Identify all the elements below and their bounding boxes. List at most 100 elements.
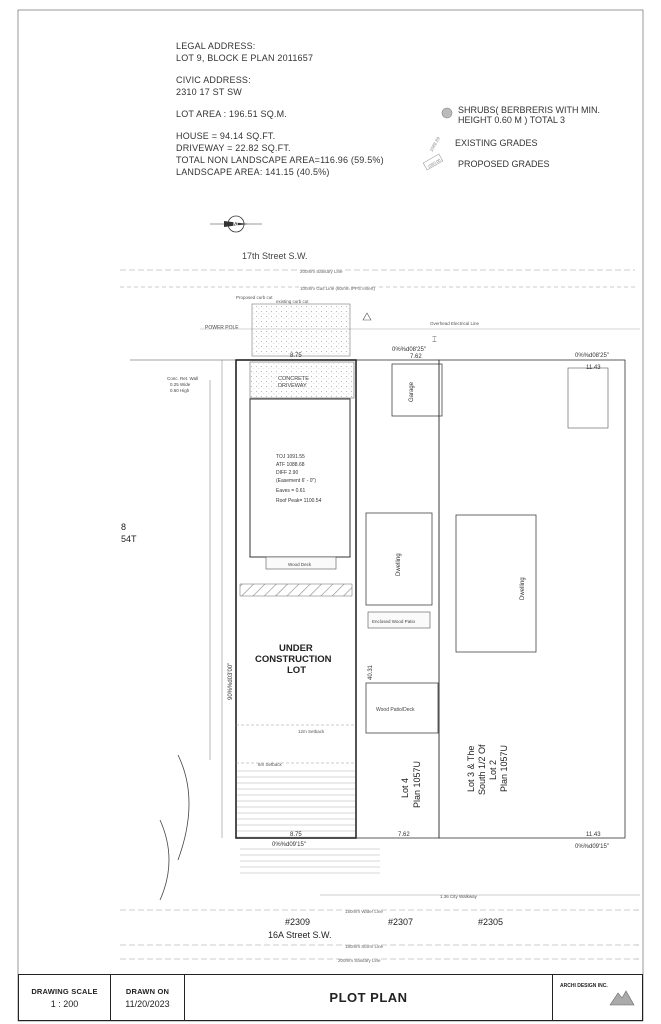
proposed-grade-box	[422, 153, 444, 171]
power-pole-label: POWER POLE	[205, 325, 239, 331]
right-rear-bearing: 0%%d09'15"	[575, 844, 609, 850]
title-block-drawn: DRAWN ON 11/20/2023	[110, 974, 185, 1021]
lot4-line-1: Lot 4	[400, 778, 410, 798]
shrubs-line-1: SHRUBS( BERBRERIS WITH MIN.	[458, 105, 601, 115]
north-arrow-label: N	[233, 222, 238, 229]
address-2305: #2305	[478, 917, 503, 927]
wood-deck-label: Wood Deck	[288, 562, 312, 567]
civic-address-value: 2310 17 ST SW	[176, 87, 242, 97]
conc-wall-width: 0.25 Wide	[170, 382, 191, 387]
lot3-line-4: Plan 1057U	[499, 745, 509, 792]
sanitary-line-bottom-label: 200mm Sanitary Line	[338, 958, 381, 963]
property-info: LEGAL ADDRESS: LOT 9, BLOCK E PLAN 20116…	[176, 40, 384, 178]
rear-bearing: 0%%d09'15"	[272, 842, 306, 848]
scale-value: 1 : 200	[50, 998, 79, 1009]
wood-deck	[265, 556, 337, 570]
drawn-label: DRAWN ON	[125, 986, 170, 996]
north-arrow: N	[210, 215, 262, 233]
house-eaves: Eaves = 0.61	[276, 488, 306, 494]
neighbor-dwelling-label: Dwelling	[396, 553, 402, 576]
non-landscape-area: TOTAL NON LANDSCAPE AREA=116.96 (59.5%)	[176, 155, 384, 165]
storm-line-label: 180mm Storm Line	[345, 944, 384, 949]
civic-address-label: CIVIC ADDRESS:	[176, 75, 251, 85]
title-block-company: ARCHI DESIGN INC.	[552, 974, 643, 1021]
concrete-driveway	[249, 361, 355, 399]
rear-step-strip	[239, 583, 353, 597]
proposed-grade-sample: 1089.00	[426, 157, 442, 169]
legal-address-label: LEGAL ADDRESS:	[176, 41, 256, 51]
walkway-label: 1.36 City Walkway	[440, 894, 478, 899]
water-line-label: 150mm Water Line	[345, 909, 383, 914]
street-16a: 16A Street S.W.	[268, 930, 332, 940]
right-dwelling-label: Dwelling	[520, 577, 526, 600]
house-diff: DIFF 2.90	[276, 470, 298, 476]
under-construction-3: LOT	[287, 665, 306, 676]
rear-grading-area	[237, 770, 355, 837]
survey-marker-triangle	[362, 312, 372, 321]
lot8-line-1: 8	[121, 522, 126, 532]
legend-shrubs: SHRUBS( BERBRERIS WITH MIN. HEIGHT 0.60 …	[458, 105, 600, 125]
left-curved-wall	[159, 754, 190, 901]
right-side-building	[567, 367, 609, 429]
dim-762-top: 7.62	[410, 354, 422, 360]
lot4-line-2: Plan 1057U	[412, 761, 422, 808]
company-name: ARCHI DESIGN INC.	[560, 983, 608, 989]
legal-address-value: LOT 9, BLOCK E PLAN 2011657	[176, 53, 314, 63]
rear-setback-label: 12m Setback	[298, 729, 325, 734]
legend-proposed-grades: PROPOSED GRADES	[458, 159, 550, 169]
shrubs-line-2: HEIGHT 0.60 M ) TOTAL 3	[458, 115, 566, 125]
driveway-approach	[251, 303, 351, 357]
survey-marker: ⌶	[432, 335, 437, 344]
conc-wall-height: 0.60 High	[170, 388, 190, 393]
lot3-line-3: Lot 2	[488, 760, 498, 780]
legend-existing-grades: EXISTING GRADES	[455, 138, 538, 148]
wood-patio-deck	[365, 682, 439, 734]
drawn-value: 11/20/2023	[125, 998, 170, 1009]
garage-label: Garage	[409, 381, 415, 402]
six-setback-label: 6m Setback	[258, 762, 283, 767]
right-dwelling	[455, 514, 537, 653]
right-front-bearing: 0%%d08'25"	[575, 353, 609, 359]
enclosed-patio-label: Enclosed Wood Patio	[372, 619, 415, 624]
address-2309: #2309	[285, 917, 310, 927]
right-front-dim: 11.43	[586, 365, 601, 371]
neighbor-dwelling	[365, 512, 433, 606]
proposed-curb-label: Proposed curb cut	[236, 295, 273, 300]
right-rear-dim: 11.43	[586, 832, 601, 838]
overhead-line-label: Overhead Electrical Line	[430, 321, 480, 326]
landscape-area: LANDSCAPE AREA: 141.15 (40.5%)	[176, 167, 330, 177]
address-2307: #2307	[388, 917, 413, 927]
company-logo-icon	[609, 990, 635, 1006]
wood-patio-label: Wood Patio/Deck	[376, 707, 415, 713]
house-roof-peak: Roof Peak= 1100.54	[276, 498, 322, 504]
enclosed-patio	[367, 611, 431, 629]
house-toj: TOJ 1091.55	[276, 454, 305, 460]
title-block-scale: DRAWING SCALE 1 : 200	[18, 974, 111, 1021]
lot3-line-1: Lot 3 & The	[466, 746, 476, 792]
lot-area: LOT AREA : 196.51 SQ.M.	[176, 109, 287, 119]
front-bearing: 0%%d08'25"	[392, 347, 426, 353]
house-easement: (Easement 6' - 0")	[276, 478, 316, 484]
house-atf: ATF 1088.68	[276, 462, 305, 468]
concrete-label: CONCRETE	[278, 376, 309, 382]
shrub-legend-symbol	[441, 107, 453, 119]
conc-retaining-label: Conc. Ret. Wall	[167, 376, 198, 381]
existing-grade-sample: 1088.89	[429, 135, 442, 152]
rear-width-dim: 8.75	[290, 832, 302, 838]
sheet-border	[17, 9, 644, 1022]
existing-curb-label: existing curb cut	[276, 299, 309, 304]
back-alley-hatch	[240, 848, 380, 878]
bearing-left: 90%%d03'00"	[228, 663, 234, 700]
house-area: HOUSE = 94.14 SQ.FT.	[176, 131, 276, 141]
under-construction-2: CONSTRUCTION	[255, 654, 332, 665]
sanitary-line-top-label: 200mm Sanitary Line	[300, 269, 343, 274]
gas-line-label: 100mm Gas Line (60mm IPPS Insert)	[300, 286, 376, 291]
title-block-title: PLOT PLAN	[184, 974, 553, 1021]
scale-label: DRAWING SCALE	[31, 986, 98, 996]
street-17th: 17th Street S.W.	[242, 251, 308, 261]
lot3-line-2: South 1/2 Of	[477, 744, 487, 795]
lot-depth-dim: 40.31	[368, 664, 374, 680]
front-width-dim: 8.75	[290, 353, 302, 359]
